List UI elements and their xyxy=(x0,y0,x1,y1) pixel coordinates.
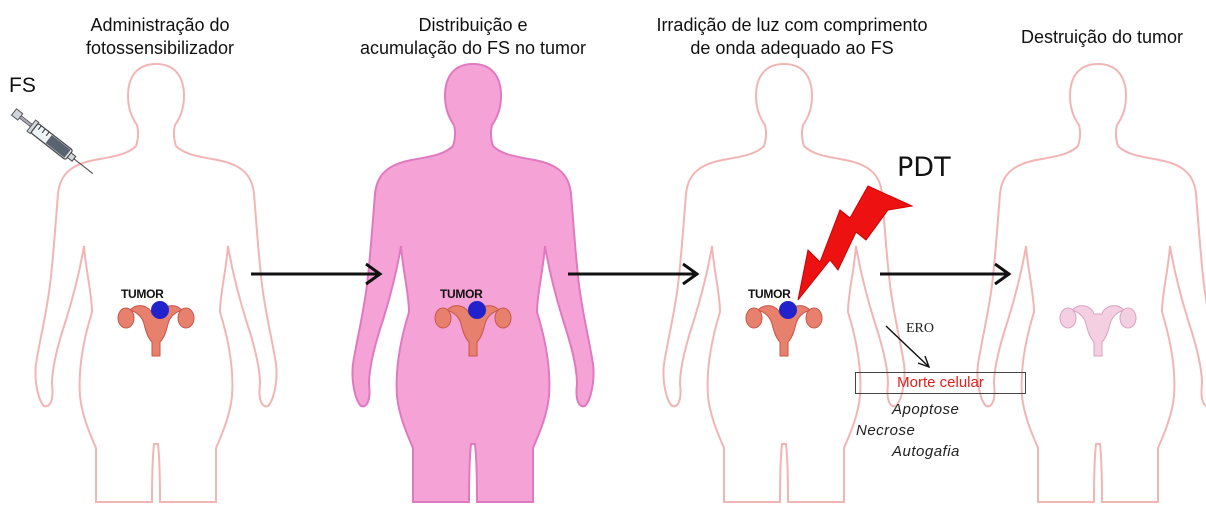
tumor-label: TUMOR xyxy=(748,287,791,301)
step-title-line: Destruição do tumor xyxy=(1002,26,1202,49)
arrow-step3-to-4 xyxy=(880,264,1009,284)
figure-destruction xyxy=(977,64,1206,502)
step-title-line: Administração do xyxy=(40,14,280,37)
step-title-line: acumulação do FS no tumor xyxy=(338,37,608,60)
tumor-mass xyxy=(151,301,169,319)
step-title-destruction: Destruição do tumor xyxy=(1002,26,1202,49)
step-title-line: Irradição de luz com comprimento xyxy=(622,14,962,37)
tumor-label: TUMOR xyxy=(440,287,483,301)
step-title-line: fotossensibilizador xyxy=(40,37,280,60)
pdt-label: PDT xyxy=(897,152,951,183)
mechanism-necrosis: Necrose xyxy=(856,422,915,439)
fs-label: FS xyxy=(9,74,36,98)
step-title-irradiation: Irradição de luz com comprimento de onda… xyxy=(622,14,962,60)
mechanism-apoptosis: Apoptose xyxy=(892,401,959,418)
step-title-line: de onda adequado ao FS xyxy=(622,37,962,60)
step-title-line: Distribuição e xyxy=(338,14,608,37)
arrow-step1-to-2 xyxy=(251,264,380,284)
tumor-label: TUMOR xyxy=(121,287,164,301)
figure-administration xyxy=(35,64,276,502)
mechanism-autophagy: Autogafia xyxy=(892,443,960,460)
figure-distribution xyxy=(352,64,593,502)
tumor-mass xyxy=(779,301,797,319)
step-title-administration: Administração do fotossensibilizador xyxy=(40,14,280,60)
step-title-distribution: Distribuição e acumulação do FS no tumor xyxy=(338,14,608,60)
ero-label: ERO xyxy=(906,321,934,337)
cell-death-box: Morte celular xyxy=(855,372,1026,394)
tumor-mass xyxy=(468,301,486,319)
